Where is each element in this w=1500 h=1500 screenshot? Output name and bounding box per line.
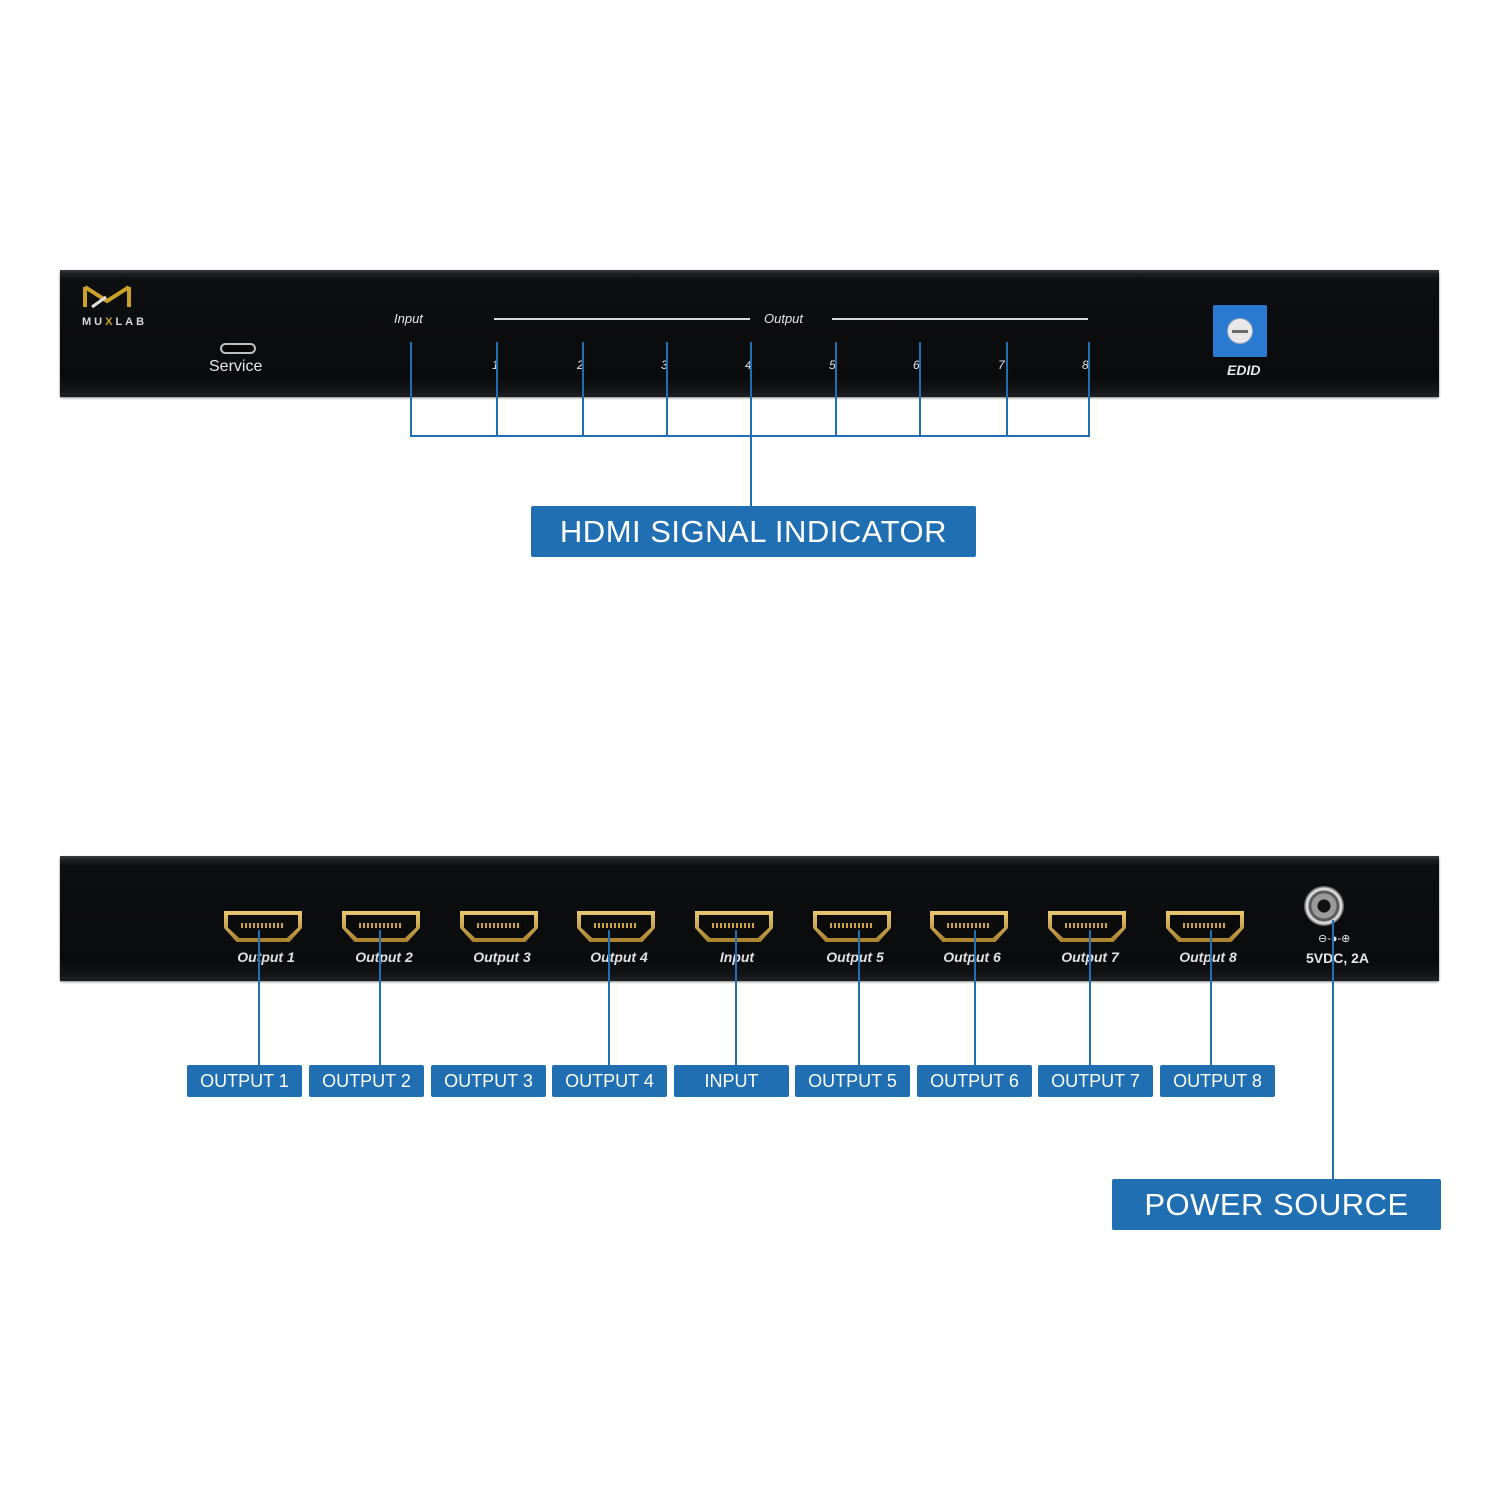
- connector-output-1: [258, 930, 260, 1066]
- led-number-8: 8: [1082, 358, 1089, 372]
- port-label-output-5: Output 5: [826, 949, 884, 965]
- callout-output-5: OUTPUT 5: [795, 1065, 910, 1097]
- panel-foot: [60, 393, 1439, 397]
- edid-rotary-switch[interactable]: [1213, 305, 1267, 357]
- panel-foot: [60, 977, 1439, 981]
- led-number-5: 5: [829, 358, 836, 372]
- output-label: Output: [764, 311, 804, 326]
- connector-led-1: [496, 342, 498, 437]
- callout-input: INPUT: [674, 1065, 789, 1097]
- callout-output-3: OUTPUT 3: [431, 1065, 546, 1097]
- connector-led-4: [750, 342, 752, 507]
- port-label-output-3: Output 3: [473, 949, 531, 965]
- dial-knob-icon: [1227, 318, 1253, 344]
- connector-power: [1332, 920, 1334, 1180]
- panel-top-lip: [60, 856, 1439, 861]
- port-label-output-1: Output 1: [237, 949, 295, 965]
- connector-output-7: [1089, 930, 1091, 1066]
- port-label-output-6: Output 6: [943, 949, 1001, 965]
- panel-top-lip: [60, 270, 1439, 275]
- input-label: Input: [394, 311, 423, 326]
- port-label-output-8: Output 8: [1179, 949, 1237, 965]
- callout-output-1: OUTPUT 1: [187, 1065, 302, 1097]
- hdmi-port-output-8[interactable]: [1166, 911, 1244, 942]
- connector-led-2: [582, 342, 584, 437]
- port-label-input: Input: [719, 949, 755, 965]
- edid-label: EDID: [1227, 362, 1261, 378]
- output-rule-left: [494, 318, 750, 320]
- callout-output-2: OUTPUT 2: [309, 1065, 424, 1097]
- callout-output-4: OUTPUT 4: [552, 1065, 667, 1097]
- connector-input: [735, 930, 737, 1066]
- callout-output-7: OUTPUT 7: [1038, 1065, 1153, 1097]
- connector-bus: [410, 435, 1090, 437]
- led-number-3: 3: [661, 358, 668, 372]
- connector-output-2: [379, 930, 381, 1066]
- connector-led-7: [1006, 342, 1008, 437]
- front-panel: [60, 270, 1439, 397]
- hdmi-port-output-7[interactable]: [1048, 911, 1126, 942]
- hdmi-port-output-2[interactable]: [342, 911, 420, 942]
- connector-led-3: [666, 342, 668, 437]
- hdmi-port-output-1[interactable]: [224, 911, 302, 942]
- dc-power-jack[interactable]: [1304, 886, 1344, 926]
- hdmi-port-output-5[interactable]: [813, 911, 891, 942]
- led-number-7: 7: [998, 358, 1005, 372]
- brand-logo-text: MUXLAB: [82, 316, 148, 328]
- led-number-1: 1: [492, 358, 499, 372]
- led-number-6: 6: [913, 358, 920, 372]
- output-rule-right: [832, 318, 1088, 320]
- hdmi-port-output-6[interactable]: [930, 911, 1008, 942]
- port-label-output-2: Output 2: [355, 949, 413, 965]
- led-number-2: 2: [577, 358, 584, 372]
- connector-led-5: [835, 342, 837, 437]
- callout-output-8: OUTPUT 8: [1160, 1065, 1275, 1097]
- connector-led-input: [410, 342, 412, 437]
- service-label: Service: [209, 358, 263, 375]
- connector-output-6: [974, 930, 976, 1066]
- connector-led-8: [1088, 342, 1090, 437]
- connector-led-6: [919, 342, 921, 437]
- hdmi-port-output-4[interactable]: [577, 911, 655, 942]
- callout-hdmi-signal-indicator: HDMI SIGNAL INDICATOR: [531, 506, 976, 557]
- connector-output-5: [858, 930, 860, 1066]
- connector-output-4: [608, 930, 610, 1066]
- port-label-output-4: Output 4: [590, 949, 648, 965]
- callout-output-6: OUTPUT 6: [917, 1065, 1032, 1097]
- service-usb-port[interactable]: [220, 343, 256, 354]
- callout-power-source: POWER SOURCE: [1112, 1179, 1441, 1230]
- led-number-4: 4: [745, 358, 752, 372]
- hdmi-port-input[interactable]: [695, 911, 773, 942]
- hdmi-port-output-3[interactable]: [460, 911, 538, 942]
- muxlab-logo-icon: [83, 285, 131, 309]
- polarity-symbol-icon: ⊖-●-⊕: [1318, 933, 1351, 945]
- connector-output-8: [1210, 930, 1212, 1066]
- power-rating-label: 5VDC, 2A: [1306, 950, 1370, 966]
